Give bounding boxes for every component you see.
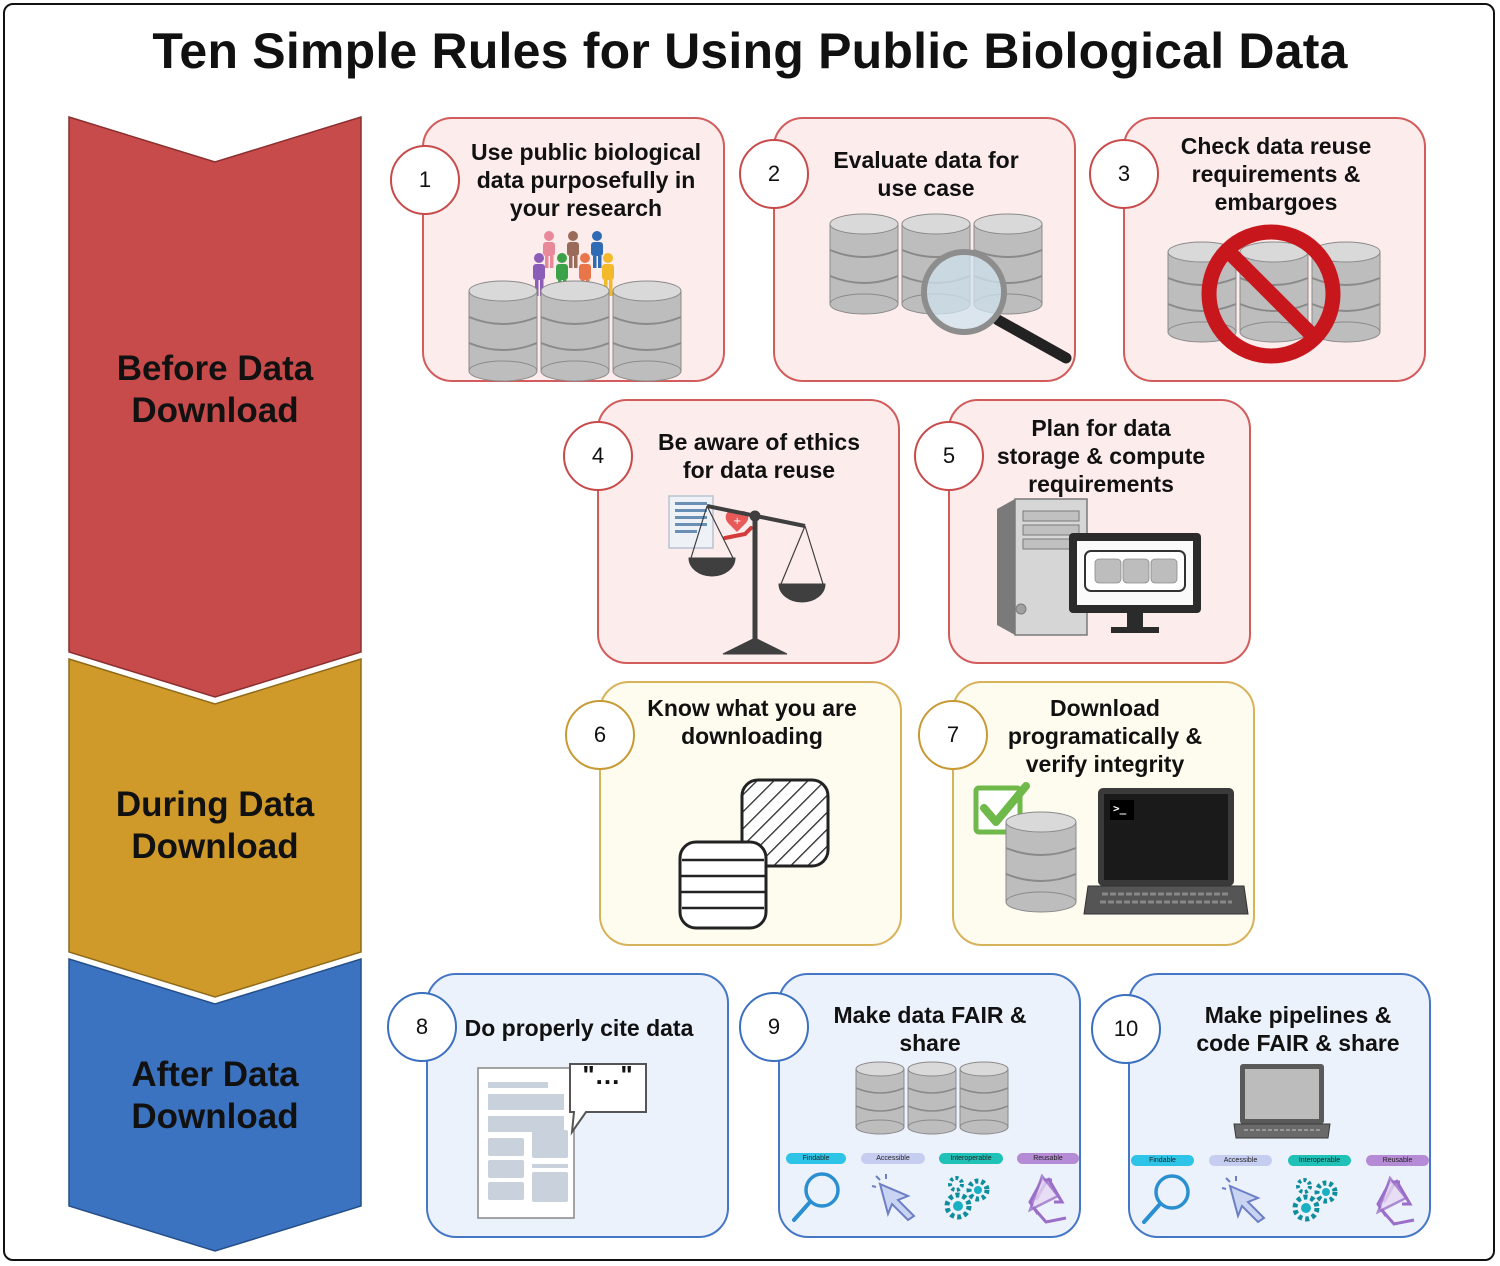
- database-icon: [1005, 811, 1077, 913]
- fair-reusable-tag: Reusable: [1366, 1155, 1429, 1166]
- rule-5-title: Plan for data storage & compute requirem…: [996, 415, 1206, 497]
- phase-before: Before Data Download: [68, 115, 362, 698]
- paper-document-icon: [477, 1067, 575, 1219]
- fair-icons-row: [1142, 1174, 1415, 1226]
- document-icon: [668, 495, 714, 549]
- rule-9-number: 9: [739, 992, 809, 1062]
- rule-8-number: 8: [387, 992, 457, 1062]
- fair-data-databases-illustration: [855, 1061, 1009, 1135]
- people-group-icon: [533, 231, 614, 296]
- accessible-cursor-icon: [1221, 1176, 1266, 1224]
- citation-illustration: [477, 1063, 647, 1219]
- rule-6-title: Know what you are downloading: [647, 695, 857, 749]
- rule-4-title: Be aware of ethics for data reuse: [658, 429, 860, 483]
- interoperable-gears-icon: [1292, 1178, 1338, 1222]
- rule-2-number: 2: [739, 139, 809, 209]
- speech-bubble-icon: [569, 1063, 647, 1136]
- fair-interoperable-tag: Interoperable: [939, 1153, 1003, 1164]
- fair-findable-tag: Findable: [1131, 1155, 1194, 1166]
- svg-text:+: +: [733, 516, 741, 527]
- rule-4-number: 4: [563, 421, 633, 491]
- embargo-illustration: [1167, 224, 1381, 364]
- ethics-scale-illustration: +: [668, 495, 826, 655]
- laptop-terminal-icon: [1083, 788, 1249, 915]
- balance-scale-icon: [688, 504, 826, 655]
- heart-hand-icon: +: [723, 511, 753, 540]
- fair-reusable-tag: Reusable: [1017, 1153, 1079, 1164]
- rule-6-card: [599, 681, 902, 946]
- phase-after-label: After Data Download: [131, 1055, 299, 1136]
- phase-before-arrow: [68, 115, 362, 698]
- rule-7-number: 7: [918, 700, 988, 770]
- rule-3-number: 3: [1089, 139, 1159, 209]
- evaluate-data-illustration: [829, 213, 1072, 364]
- rule-10-title: Make pipelines & code FAIR & share: [1196, 1002, 1400, 1056]
- database-cylinders-icon: [855, 1061, 1009, 1135]
- computer-storage-illustration: [997, 498, 1201, 636]
- rule-1-number: 1: [390, 145, 460, 215]
- rule-10-number: 10: [1091, 994, 1161, 1064]
- rule-5-number: 5: [914, 421, 984, 491]
- computer-tower-icon: [997, 498, 1088, 636]
- phase-during-arrow: [68, 657, 362, 998]
- horizontal-pattern-icon: [678, 840, 768, 930]
- rule-9-title: Make data FAIR & share: [833, 1002, 1027, 1056]
- interoperable-gears-icon: [944, 1176, 990, 1220]
- rule-6-number: 6: [565, 700, 635, 770]
- rule-10-card: [1128, 973, 1431, 1238]
- database-cylinders-icon: [468, 280, 682, 382]
- fair-interoperable-tag: Interoperable: [1288, 1155, 1351, 1166]
- people-on-databases-illustration: [468, 231, 682, 382]
- diagonal-pattern-icon: [740, 778, 830, 868]
- rule-8-title: Do properly cite data: [464, 1015, 694, 1041]
- fair-icons-row: [792, 1172, 1067, 1224]
- accessible-cursor-icon: [871, 1174, 916, 1222]
- monitor-icon: [1069, 533, 1201, 633]
- rule-4-card: [597, 399, 900, 664]
- phase-after: After Data Download: [68, 957, 362, 1252]
- fair-findable-tag: Findable: [786, 1153, 846, 1164]
- laptop-icon: [1233, 1064, 1331, 1139]
- findable-magnifier-icon: [1142, 1174, 1190, 1224]
- rule-7-title: Download programatically & verify integr…: [1007, 695, 1203, 777]
- magnifying-glass-icon: [921, 249, 1072, 364]
- download-verify-illustration: [973, 782, 1249, 915]
- file-formats-illustration: [678, 778, 830, 930]
- prohibition-icon: [1201, 224, 1341, 364]
- rule-1-title: Use public biological data purposefully …: [470, 139, 702, 221]
- reusable-recycle-icon: [1375, 1175, 1415, 1226]
- fair-accessible-tag: Accessible: [1209, 1155, 1272, 1166]
- pipeline-laptop-illustration: [1233, 1064, 1331, 1139]
- phase-before-label: Before Data Download: [116, 349, 314, 430]
- reusable-recycle-icon: [1027, 1173, 1067, 1224]
- terminal-prompt-text: >_: [1113, 802, 1127, 815]
- phase-after-arrow: [68, 957, 362, 1252]
- quote-text: "...": [582, 1060, 634, 1090]
- rule-3-title: Check data reuse requirements & embargoe…: [1180, 133, 1372, 215]
- phase-during: During Data Download: [68, 657, 362, 998]
- fair-accessible-tag: Accessible: [861, 1153, 925, 1164]
- rule-2-title: Evaluate data for use case: [833, 147, 1019, 201]
- phase-during-label: During Data Download: [115, 785, 315, 866]
- findable-magnifier-icon: [792, 1172, 840, 1222]
- figure-title: Ten Simple Rules for Using Public Biolog…: [152, 23, 1348, 79]
